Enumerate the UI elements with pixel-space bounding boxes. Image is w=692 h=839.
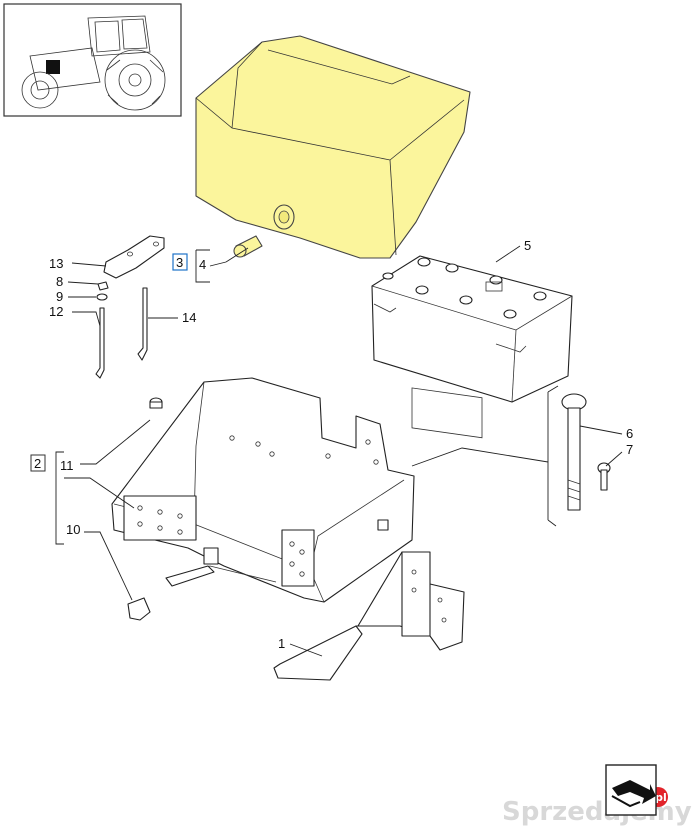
long-j-bolt-part[interactable] xyxy=(137,287,148,361)
callout-1: 1 xyxy=(278,636,285,651)
rubber-pad-part[interactable] xyxy=(149,397,163,409)
nut-part[interactable] xyxy=(97,281,109,291)
hold-down-bolt-part[interactable] xyxy=(561,393,587,511)
callout-8: 8 xyxy=(56,274,63,289)
tractor-thumbnail[interactable] xyxy=(3,3,182,117)
battery-part[interactable] xyxy=(371,255,573,439)
callout-14: 14 xyxy=(182,310,196,325)
callout-11: 11 xyxy=(60,458,74,473)
callout-3: 3 xyxy=(176,255,183,270)
washer-part[interactable] xyxy=(96,293,108,301)
callout-7: 7 xyxy=(626,442,633,457)
watermark: Sprzedajemy .pl xyxy=(502,787,692,827)
support-bracket-part[interactable] xyxy=(273,551,465,681)
callout-3-box xyxy=(172,253,188,271)
callout-12: 12 xyxy=(49,304,63,319)
callout-9: 9 xyxy=(56,289,63,304)
callout-4: 4 xyxy=(199,257,206,272)
battery-location-marker xyxy=(46,60,60,74)
callout-2: 2 xyxy=(34,456,41,471)
battery-tray-part[interactable] xyxy=(111,377,415,603)
callout-13: 13 xyxy=(49,256,63,271)
clamp-plate-part[interactable] xyxy=(103,235,165,279)
callout-10: 10 xyxy=(66,522,80,537)
next-page-arrow-icon[interactable] xyxy=(605,764,657,816)
clip-part[interactable] xyxy=(127,597,151,621)
callout-5: 5 xyxy=(524,238,531,253)
j-bolt-part[interactable] xyxy=(95,307,105,379)
callout-6: 6 xyxy=(626,426,633,441)
small-bolt-part[interactable] xyxy=(597,462,611,491)
battery-cover-highlight[interactable] xyxy=(195,35,471,259)
callout-2-box xyxy=(30,454,46,472)
